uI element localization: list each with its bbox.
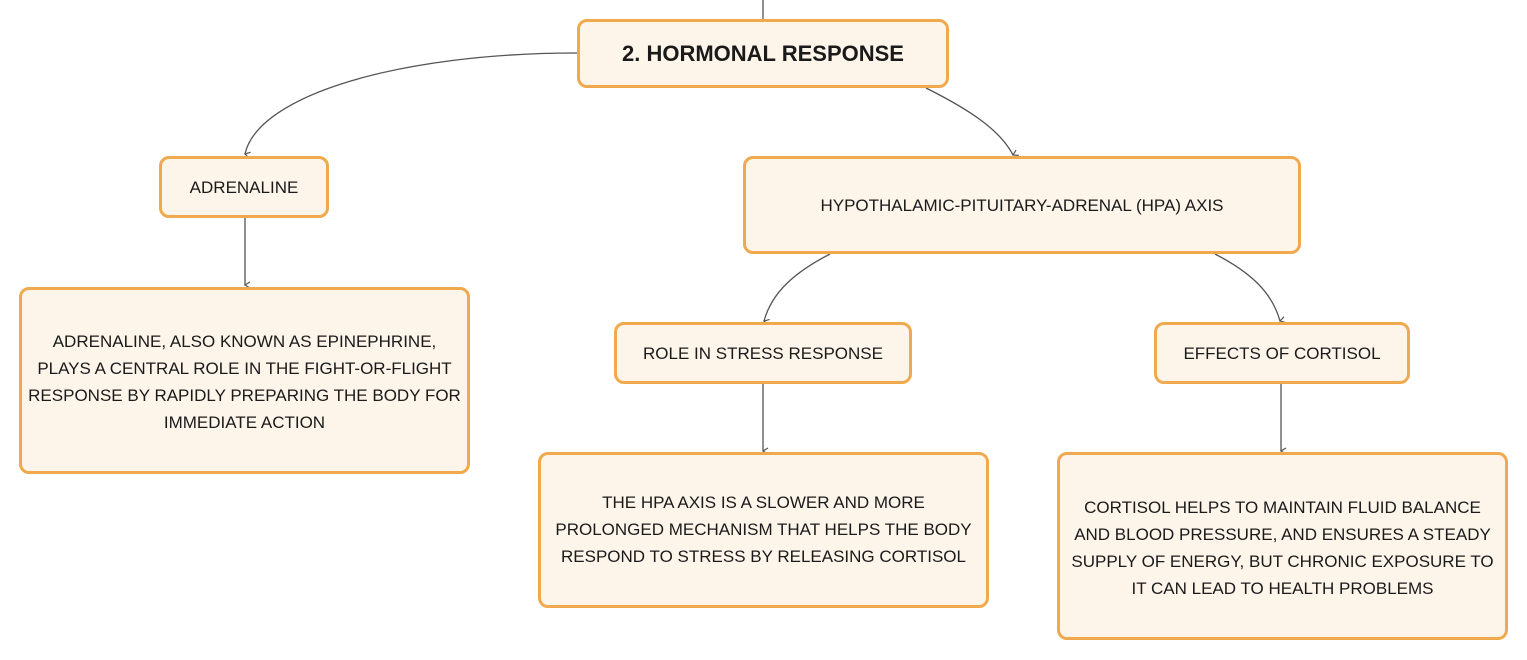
- node-role-description[interactable]: THE HPA AXIS IS A SLOWER AND MORE PROLON…: [538, 452, 989, 608]
- node-effects-description-text: CORTISOL HELPS TO MAINTAIN FLUID BALANCE…: [1071, 498, 1494, 598]
- node-hpa-axis-label: HYPOTHALAMIC-PITUITARY-ADRENAL (HPA) AXI…: [820, 195, 1224, 215]
- node-role-in-stress-response[interactable]: ROLE IN STRESS RESPONSE: [614, 322, 912, 384]
- node-role-description-text: THE HPA AXIS IS A SLOWER AND MORE PROLON…: [555, 493, 972, 566]
- node-adrenaline-description[interactable]: ADRENALINE, ALSO KNOWN AS EPINEPHRINE, P…: [19, 287, 470, 474]
- node-hpa-axis[interactable]: HYPOTHALAMIC-PITUITARY-ADRENAL (HPA) AXI…: [743, 156, 1301, 254]
- node-effects-description[interactable]: CORTISOL HELPS TO MAINTAIN FLUID BALANCE…: [1057, 452, 1508, 640]
- connector-root-to-adrenaline: [243, 52, 578, 159]
- node-hormonal-response-label: 2. HORMONAL RESPONSE: [622, 41, 904, 66]
- node-adrenaline[interactable]: ADRENALINE: [159, 156, 329, 218]
- connector-hpa-to-role: [762, 253, 831, 326]
- node-hormonal-response[interactable]: 2. HORMONAL RESPONSE: [577, 19, 949, 88]
- node-effects-of-cortisol-label: EFFECTS OF CORTISOL: [1183, 343, 1381, 363]
- connector-hpa-to-effects: [1214, 253, 1286, 324]
- node-adrenaline-description-text: ADRENALINE, ALSO KNOWN AS EPINEPHRINE, P…: [28, 332, 461, 432]
- node-effects-of-cortisol[interactable]: EFFECTS OF CORTISOL: [1154, 322, 1410, 384]
- node-role-in-stress-response-label: ROLE IN STRESS RESPONSE: [643, 343, 883, 363]
- connector-root-to-hpa-axis: [925, 87, 1019, 156]
- node-adrenaline-label: ADRENALINE: [189, 177, 299, 197]
